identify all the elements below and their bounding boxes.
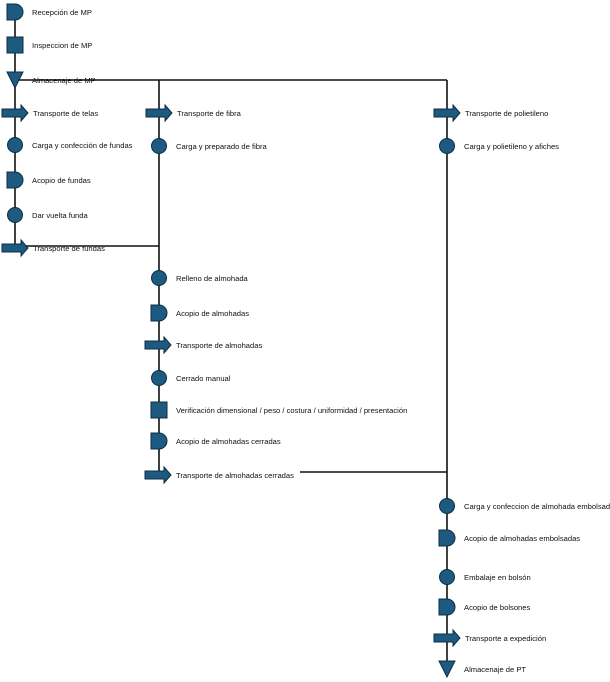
transport-arrow-icon xyxy=(433,103,461,123)
step-label: Inspeccion de MP xyxy=(32,41,92,50)
operation-circle-icon xyxy=(151,370,167,386)
delay-d-shape-icon xyxy=(438,598,456,616)
operation-circle-icon xyxy=(151,270,167,286)
delay-d-shape-icon xyxy=(6,171,24,189)
step-label: Transporte de polietileno xyxy=(465,109,548,118)
transport-arrow-icon xyxy=(145,103,173,123)
operation-circle-icon xyxy=(151,138,167,154)
operation-circle-icon xyxy=(439,498,455,514)
step-label: Verificación dimensional / peso / costur… xyxy=(176,406,407,415)
delay-d-shape-icon xyxy=(150,432,168,450)
step-label: Transporte de telas xyxy=(33,109,98,118)
step-label: Transporte de fibra xyxy=(177,109,242,118)
operation-circle-icon xyxy=(7,207,23,223)
step-label: Almacenaje de PT xyxy=(464,665,526,674)
step-label: Acopio de bolsones xyxy=(464,603,530,612)
step-label: Acopio de fundas xyxy=(32,176,91,185)
delay-d-shape-icon xyxy=(150,304,168,322)
transport-arrow-icon xyxy=(1,238,29,258)
transport-arrow-icon xyxy=(144,335,172,355)
transport-arrow-icon xyxy=(1,103,29,123)
step-label: Transporte a expedición xyxy=(465,634,546,643)
transport-arrow-icon xyxy=(144,465,172,485)
storage-triangle-icon xyxy=(6,71,24,90)
delay-d-shape-icon xyxy=(438,529,456,547)
inspection-square-icon xyxy=(6,36,24,54)
step-label: Acopio de almohadas embolsadas xyxy=(464,534,580,543)
step-label: Transporte de almohadas cerradas xyxy=(176,471,294,480)
step-label: Transporte de almohadas xyxy=(176,341,262,350)
operation-circle-icon xyxy=(439,138,455,154)
transport-arrow-icon xyxy=(433,628,461,648)
step-label: Embalaje en bolsón xyxy=(464,573,531,582)
storage-triangle-icon xyxy=(438,660,456,679)
step-label: Acopio de almohadas xyxy=(176,309,249,318)
step-label: Cerrado manual xyxy=(176,374,231,383)
step-label: Relleno de almohada xyxy=(176,274,249,283)
delay-d-shape-icon xyxy=(6,3,24,21)
step-label: Carga y preparado de fibra xyxy=(176,142,268,151)
operation-circle-icon xyxy=(439,569,455,585)
step-label: Recepción de MP xyxy=(32,8,92,17)
step-label: Carga y confección de fundas xyxy=(32,141,133,150)
step-label: Almacenaje de MP xyxy=(32,76,96,85)
step-label: Dar vuelta funda xyxy=(32,211,88,220)
step-label: Carga y confeccion de almohada embolsada xyxy=(464,502,610,511)
step-label: Acopio de almohadas cerradas xyxy=(176,437,281,446)
step-label: Transporte de fundas xyxy=(33,244,105,253)
inspection-square-icon xyxy=(150,401,168,419)
operation-circle-icon xyxy=(7,137,23,153)
step-label: Carga y polietileno y afiches xyxy=(464,142,559,151)
